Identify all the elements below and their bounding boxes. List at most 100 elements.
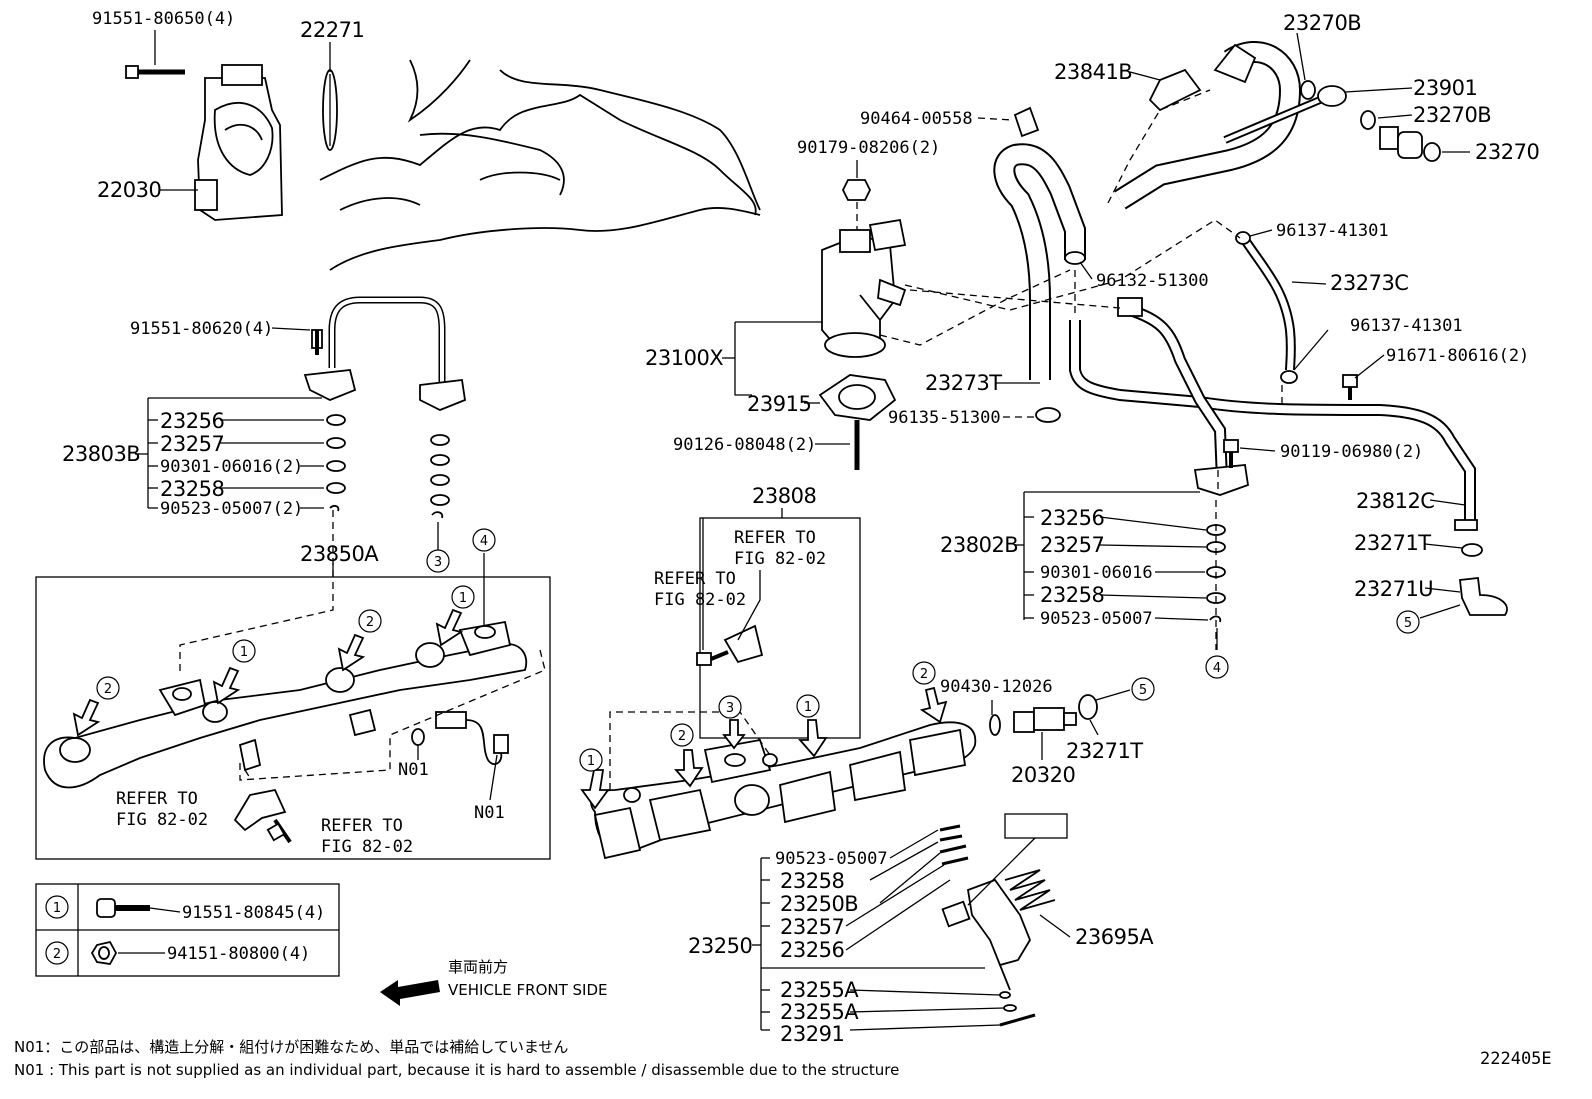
svg-text:1: 1 bbox=[240, 645, 248, 660]
label-23270: 23270 bbox=[1475, 140, 1539, 164]
svg-text:FIG 82-02: FIG 82-02 bbox=[116, 810, 208, 830]
label-23257-c: 23257 bbox=[780, 915, 844, 939]
label-23270B-b: 23270B bbox=[1413, 103, 1491, 127]
label-90301-06016-b: 90301-06016 bbox=[1040, 563, 1153, 583]
svg-text:REFER TO: REFER TO bbox=[116, 789, 198, 809]
legend-table: 1 2 91551-80845(4) 94151-80800(4) bbox=[35, 883, 340, 977]
bolt-91671[interactable] bbox=[1342, 374, 1358, 400]
svg-text:1: 1 bbox=[459, 591, 467, 606]
svg-text:1: 1 bbox=[587, 754, 595, 769]
label-23915: 23915 bbox=[747, 392, 811, 416]
label-90523-05007-c: 90523-05007 bbox=[775, 849, 888, 869]
pipe-23901[interactable] bbox=[1223, 85, 1347, 144]
label-23841B: 23841B bbox=[1054, 60, 1132, 84]
fuel-rail-box bbox=[35, 576, 551, 860]
svg-text:FIG 82-02: FIG 82-02 bbox=[734, 549, 826, 569]
label-23812C: 23812C bbox=[1356, 489, 1434, 513]
fuel-tube-23812C[interactable] bbox=[1069, 297, 1478, 531]
fuel-rail-right[interactable] bbox=[590, 721, 977, 860]
label-90179-08206: 90179-08206(2) bbox=[797, 138, 940, 158]
svg-text:4: 4 bbox=[1213, 661, 1221, 676]
gasket-23915[interactable] bbox=[818, 374, 897, 421]
label-23100X: 23100X bbox=[645, 346, 723, 370]
diagram-id: 222405E bbox=[1480, 1049, 1552, 1069]
injector-seals bbox=[939, 824, 1036, 1027]
svg-text:1: 1 bbox=[804, 700, 812, 715]
svg-text:2: 2 bbox=[104, 682, 112, 697]
label-23802B: 23802B bbox=[940, 533, 1018, 557]
label-23808: 23808 bbox=[752, 484, 816, 508]
label-22271: 22271 bbox=[300, 18, 364, 42]
svg-text:FIG 82-02: FIG 82-02 bbox=[654, 590, 746, 610]
bolt-90119[interactable] bbox=[1223, 439, 1239, 468]
svg-text:2: 2 bbox=[678, 729, 686, 744]
pressure-sensor-20320[interactable] bbox=[1013, 707, 1077, 733]
footnote-en: N01 : This part is not supplied as an in… bbox=[14, 1061, 899, 1079]
o-ring-90430[interactable] bbox=[989, 714, 1001, 736]
label-23256-c: 23256 bbox=[780, 938, 844, 962]
fuel-pressure-sensor-left[interactable] bbox=[411, 711, 509, 765]
fuel-hose-upper[interactable] bbox=[1114, 40, 1302, 210]
leader-lines bbox=[135, 30, 1470, 1031]
throttle-body[interactable] bbox=[194, 64, 283, 221]
washer-23270B-a[interactable] bbox=[1300, 80, 1316, 100]
label-23273T: 23273T bbox=[925, 371, 1002, 395]
label-23250B: 23250B bbox=[780, 892, 858, 916]
fuel-rail-box-right bbox=[699, 517, 861, 739]
nut-90179[interactable] bbox=[841, 179, 872, 201]
label-90464-00558: 90464-00558 bbox=[860, 109, 973, 129]
part-labels: 91551-80650(4) 22271 22030 23270B 23841B… bbox=[62, 9, 1540, 1046]
pipe-seals-left bbox=[326, 414, 450, 519]
mark-box bbox=[1004, 813, 1068, 839]
label-23256-b: 23256 bbox=[1040, 506, 1104, 530]
label-23271U: 23271U bbox=[1354, 577, 1433, 601]
svg-text:5: 5 bbox=[1139, 683, 1147, 698]
label-23258-b: 23258 bbox=[1040, 583, 1104, 607]
svg-text:REFER TO: REFER TO bbox=[734, 528, 816, 548]
clamp-96132[interactable] bbox=[1064, 251, 1086, 265]
label-20320: 20320 bbox=[1011, 763, 1075, 787]
label-23271T-a: 23271T bbox=[1354, 531, 1431, 555]
vehicle-front-indicator: 車両前方 VEHICLE FRONT SIDE bbox=[380, 958, 608, 1006]
label-91551-80620: 91551-80620(4) bbox=[130, 319, 273, 339]
label-91671-80616: 91671-80616(2) bbox=[1386, 346, 1529, 366]
direction-arrow-icon bbox=[380, 980, 440, 1006]
svg-text:2: 2 bbox=[366, 615, 374, 630]
label-96137-41301-b: 96137-41301 bbox=[1350, 316, 1463, 336]
bracket-23841B[interactable] bbox=[1148, 68, 1202, 112]
label-23258-a: 23258 bbox=[160, 477, 224, 501]
bolt-91551-80845-icon bbox=[96, 898, 181, 918]
hose-23271U[interactable] bbox=[1459, 577, 1508, 616]
bolt-91551-80650[interactable] bbox=[125, 65, 185, 79]
fuel-rail-left[interactable] bbox=[43, 620, 528, 789]
callout-arrows bbox=[72, 608, 948, 810]
label-90523-05007-b: 90523-05007 bbox=[1040, 609, 1153, 629]
pressure-regulator[interactable] bbox=[821, 218, 907, 358]
insulator-23695A[interactable] bbox=[1004, 869, 1056, 911]
clamp-23271T-b[interactable] bbox=[1078, 694, 1098, 720]
clip-90464[interactable] bbox=[1013, 106, 1040, 138]
washer-23270B-b[interactable] bbox=[1360, 110, 1376, 130]
hose-23273C[interactable] bbox=[1235, 231, 1298, 384]
svg-text:3: 3 bbox=[726, 701, 734, 716]
label-n01-a: N01 bbox=[398, 760, 429, 780]
clamp-96135[interactable] bbox=[1035, 407, 1061, 423]
svg-text:4: 4 bbox=[480, 534, 488, 549]
gasket-22271[interactable] bbox=[322, 69, 338, 151]
label-23291: 23291 bbox=[780, 1022, 844, 1046]
refer-notes: REFER TO FIG 82-02 REFER TO FIG 82-02 RE… bbox=[116, 528, 826, 857]
fuel-pipe-left[interactable] bbox=[303, 296, 466, 411]
label-23270B-a: 23270B bbox=[1283, 11, 1361, 35]
label-n01-b: N01 bbox=[474, 803, 505, 823]
label-23695A: 23695A bbox=[1075, 925, 1154, 949]
intake-manifold-outline bbox=[319, 59, 761, 271]
hose-23273T[interactable] bbox=[993, 143, 1086, 380]
label-90126-08048: 90126-08048(2) bbox=[673, 435, 816, 455]
bolt-23270[interactable] bbox=[1379, 126, 1441, 162]
label-96132-51300: 96132-51300 bbox=[1096, 271, 1209, 291]
label-90523-05007-a: 90523-05007(2) bbox=[160, 499, 303, 519]
clamp-23271T-a[interactable] bbox=[1461, 543, 1483, 557]
label-96137-41301-a: 96137-41301 bbox=[1276, 221, 1389, 241]
fuel-injector[interactable] bbox=[941, 878, 1032, 991]
